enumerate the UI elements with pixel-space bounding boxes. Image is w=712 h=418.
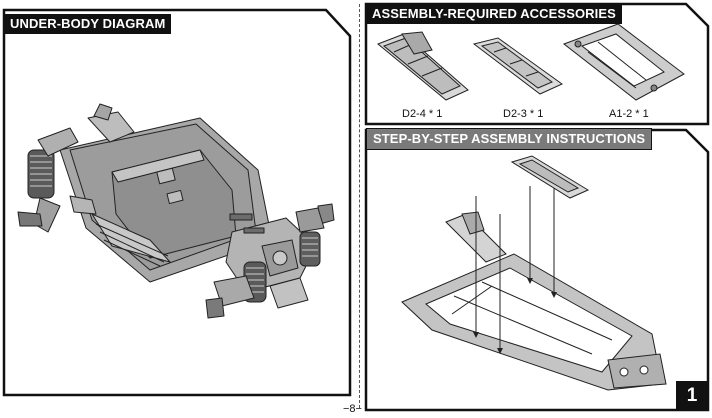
under-body-panel: UNDER-BODY DIAGRAM bbox=[2, 8, 352, 397]
instructions-panel: STEP-BY-STEP ASSEMBLY INSTRUCTIONS bbox=[362, 126, 712, 418]
accessories-panel: ASSEMBLY-REQUIRED ACCESSORIES D2-4 * 1 D… bbox=[362, 0, 712, 130]
assembly-exploded-view bbox=[401, 155, 667, 391]
accessories-title: ASSEMBLY-REQUIRED ACCESSORIES bbox=[366, 4, 622, 24]
part-d2-4-illustration bbox=[377, 31, 469, 101]
step-number-badge: 1 bbox=[676, 381, 708, 411]
accessory-label-d2-3: D2-3 * 1 bbox=[503, 108, 544, 120]
part-a1-2-illustration bbox=[562, 23, 685, 101]
part-d2-3-illustration bbox=[472, 37, 563, 95]
accessory-label-a1-2: A1-2 * 1 bbox=[609, 108, 649, 120]
page-divider bbox=[359, 4, 360, 408]
accessories-frame bbox=[364, 2, 710, 126]
chassis-underbody-illustration bbox=[17, 103, 335, 319]
instructions-title: STEP-BY-STEP ASSEMBLY INSTRUCTIONS bbox=[366, 128, 653, 150]
page-number: −8− bbox=[343, 403, 362, 415]
under-body-frame bbox=[2, 8, 352, 397]
under-body-title: UNDER-BODY DIAGRAM bbox=[4, 14, 172, 34]
accessory-label-d2-4: D2-4 * 1 bbox=[402, 108, 443, 120]
